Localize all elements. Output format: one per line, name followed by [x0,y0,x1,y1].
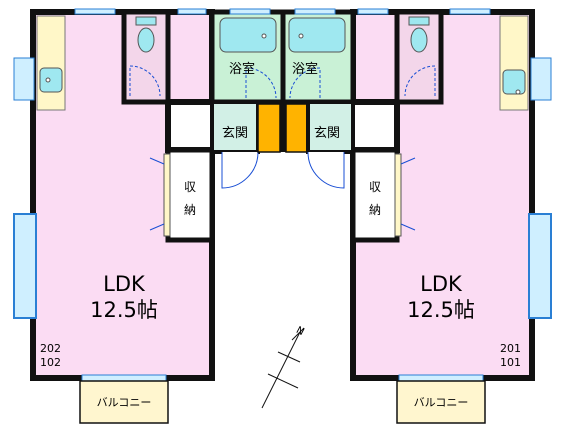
stair-right [285,103,309,153]
left-bath-door-swing [245,67,277,99]
left-entrance-door-swing [221,151,259,189]
right-bathtub [288,17,346,53]
left-entrance-label: 玄関 [222,126,249,141]
right-toilet-door-swing [404,65,436,97]
left-window-west-upper [13,57,35,101]
right-sink-drain [515,89,521,95]
right-toilet-bowl [410,27,428,53]
left-bathtub [219,17,277,53]
left-sink [39,67,63,93]
right-window-top [449,8,491,15]
right-storage-door [394,153,402,237]
left-storage-door [163,153,171,237]
right-unit-number-upper: 201 [500,342,521,355]
stair-left [257,103,281,153]
left-toilet-tank [135,16,157,26]
left-bath-label: 浴室 [229,62,256,77]
left-balcony [79,380,169,424]
left-toilet-room [121,9,171,105]
left-window-west [13,213,37,319]
left-bathtub-drain [261,33,267,39]
right-toilet-tank [408,16,430,26]
right-entrance-label: 玄関 [314,126,341,141]
right-toilet-room [394,9,444,105]
left-balcony-label: バルコニー [96,396,152,409]
left-ldk-title: LDK [103,272,145,296]
left-unit-number-upper: 202 [40,342,61,355]
right-window-south [398,374,484,382]
right-unit [280,8,552,424]
left-storage-label-2: 納 [183,203,196,217]
right-entrance-door-swing [307,151,345,189]
left-unit [13,8,287,424]
right-window-east-upper [530,57,552,101]
right-ldk-size: 12.5帖 [407,298,475,322]
right-balcony [396,380,486,424]
right-window-east [528,213,552,319]
right-storage-door-swing [400,157,416,231]
north-arrow [261,327,305,409]
right-unit-number-lower: 101 [500,356,521,369]
left-kitchen-counter [36,15,66,111]
left-sink-drain [45,77,51,83]
right-storage-label-1: 収 [368,180,381,194]
left-storage-label-1: 収 [183,180,196,194]
left-ldk-size: 12.5帖 [90,298,158,322]
left-toilet-door-swing [129,65,161,97]
left-window-top [74,8,116,15]
right-sink [502,69,526,95]
left-window-top-2 [177,8,207,15]
right-storage-label-2: 納 [368,203,381,217]
left-unit-number-lower: 102 [40,356,61,369]
right-balcony-label: バルコニー [413,396,469,409]
left-window-bath [229,8,271,15]
right-bath-label: 浴室 [292,62,319,77]
right-bath-door-swing [289,67,321,99]
right-bathtub-drain [298,33,304,39]
left-storage-door-swing [149,157,165,231]
right-window-bath [294,8,336,15]
right-ldk-title: LDK [420,272,462,296]
left-window-south [81,374,167,382]
right-kitchen-counter [499,15,529,111]
left-toilet-bowl [137,27,155,53]
right-window-top-2 [357,8,389,15]
